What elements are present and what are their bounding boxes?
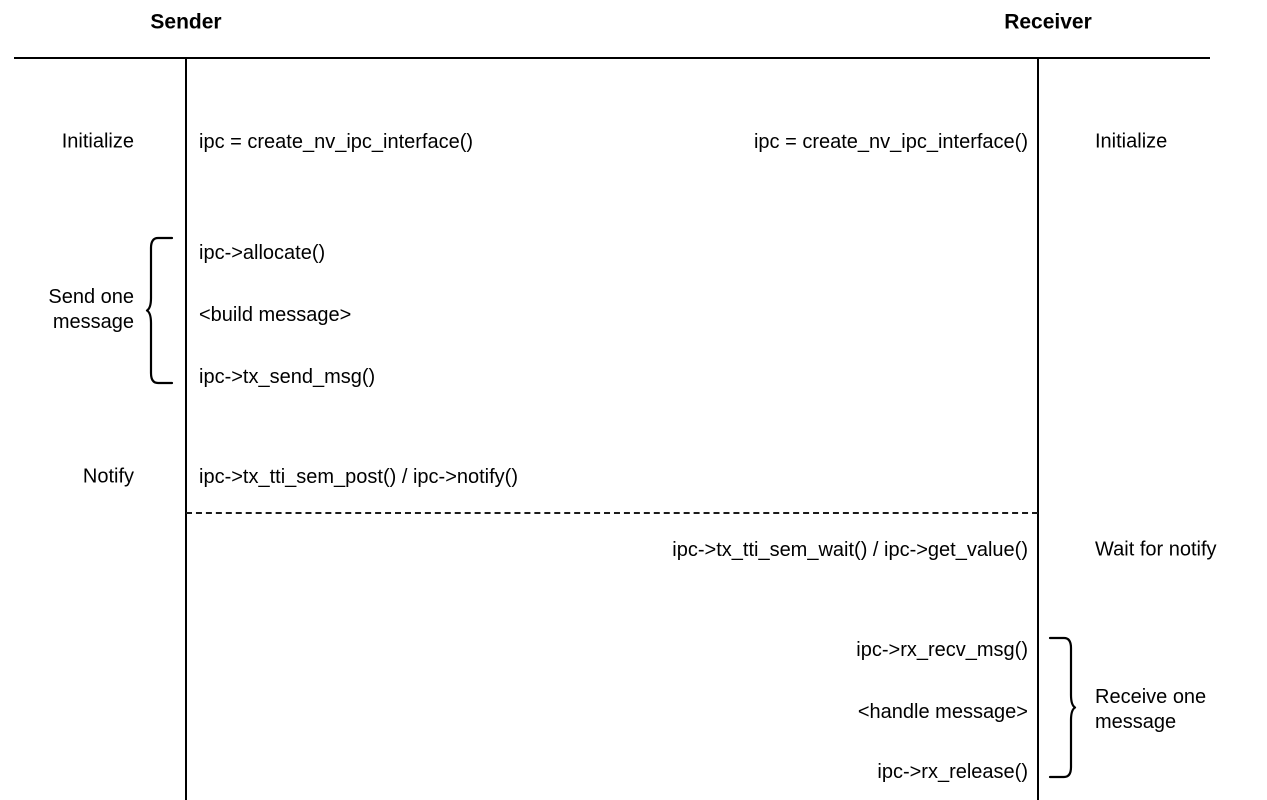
label-receive-one-message-line1: Receive one xyxy=(1095,686,1207,708)
lifeline-sender xyxy=(185,58,187,800)
step-sender-allocate: ipc->allocate() xyxy=(199,242,326,264)
step-receiver-rx-recv-msg: ipc->rx_recv_msg() xyxy=(856,639,1028,661)
step-receiver-tx-tti-sem-wait: ipc->tx_tti_sem_wait() / ipc->get_value(… xyxy=(672,539,1028,561)
step-receiver-create-interface: ipc = create_nv_ipc_interface() xyxy=(753,131,1028,153)
label-wait-for-notify: Wait for notify xyxy=(1095,538,1217,561)
label-send-one-message-line2: message xyxy=(52,311,134,333)
label-sender-initialize: Initialize xyxy=(61,130,134,153)
label-receiver-initialize: Initialize xyxy=(1095,130,1168,153)
curly-brace-send-group xyxy=(145,236,174,385)
lifeline-receiver xyxy=(1037,58,1039,800)
header-divider-rule xyxy=(14,57,1210,59)
label-send-one-message: Send one message xyxy=(48,285,134,335)
label-receive-one-message: Receive one message xyxy=(1095,685,1206,735)
notify-dashed-divider xyxy=(186,512,1038,514)
step-receiver-handle-message: <handle message> xyxy=(857,701,1028,723)
label-receive-one-message-line2: message xyxy=(1095,711,1177,733)
step-sender-build-message: <build message> xyxy=(199,304,352,326)
step-sender-create-interface: ipc = create_nv_ipc_interface() xyxy=(199,131,474,153)
curly-brace-receive-group xyxy=(1048,636,1077,779)
step-sender-tx-send-msg: ipc->tx_send_msg() xyxy=(199,366,376,388)
label-send-one-message-line1: Send one xyxy=(48,286,134,308)
step-receiver-rx-release: ipc->rx_release() xyxy=(877,761,1028,783)
step-sender-tx-tti-sem-post: ipc->tx_tti_sem_post() / ipc->notify() xyxy=(199,466,518,488)
column-title-sender: Sender xyxy=(150,10,222,34)
label-notify: Notify xyxy=(82,465,134,488)
column-title-receiver: Receiver xyxy=(1004,10,1092,34)
